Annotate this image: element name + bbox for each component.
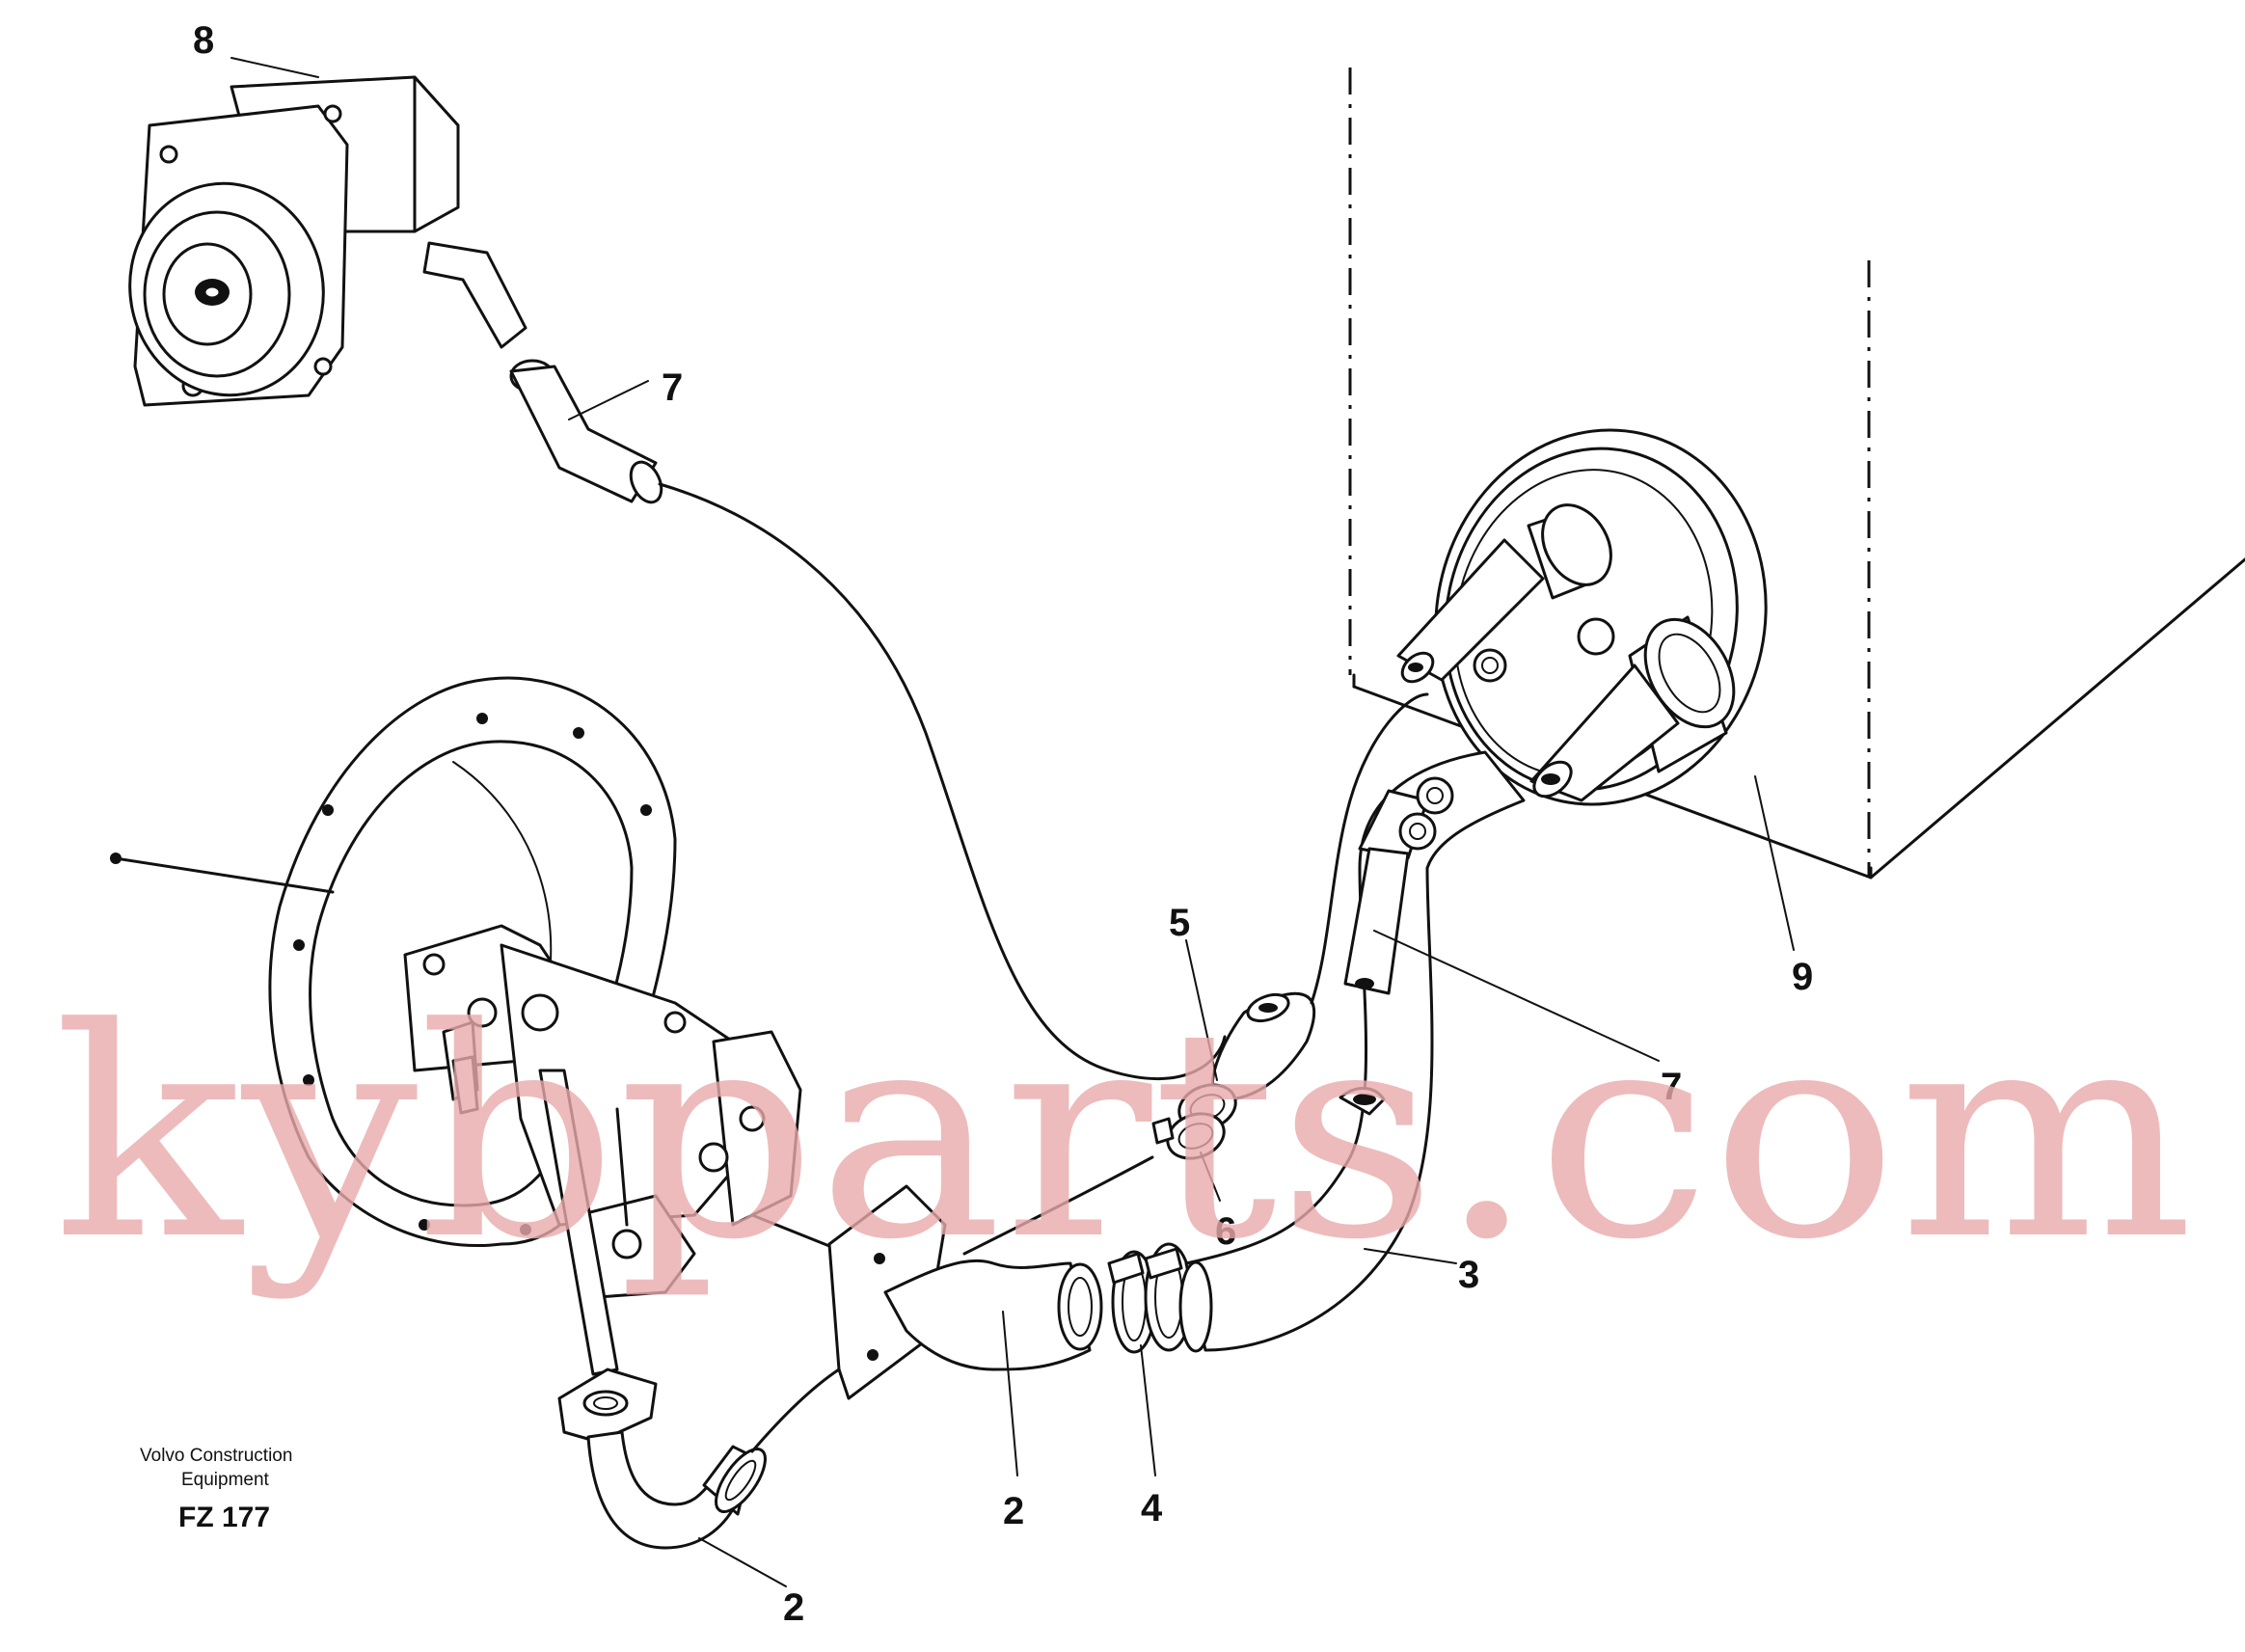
hose-3-tank-suction (1178, 750, 1526, 1353)
hose-7-return (1343, 847, 1410, 995)
hose-7-pump-line (509, 365, 1227, 1081)
callout-6: 6 (1215, 1210, 1236, 1253)
callout-2-mid: 2 (1003, 1490, 1024, 1532)
gear-pump (128, 75, 555, 407)
leader-lines (230, 57, 1795, 1587)
caption-line-1: Volvo Construction (140, 1446, 292, 1466)
tank-return-fitting (1396, 503, 1612, 684)
main-hydraulic-pump (403, 924, 851, 1299)
callout-4: 4 (1141, 1487, 1163, 1530)
callout-7-top: 7 (662, 366, 683, 409)
callout-3: 3 (1458, 1254, 1479, 1296)
callout-2-bottom: 2 (783, 1586, 804, 1629)
watermark: kybparts.com (53, 966, 2194, 1303)
figure-id: FZ 177 (178, 1502, 270, 1533)
callout-7-right: 7 (1661, 1066, 1682, 1108)
hose-2-suction (883, 1259, 1103, 1371)
callout-8: 8 (193, 19, 214, 62)
callout-9: 9 (1792, 956, 1813, 998)
hose-clamps-6 (962, 1083, 1237, 1256)
tank-suction-fitting (1529, 615, 1736, 802)
hose-2-drain (538, 1069, 841, 1550)
callout-5: 5 (1169, 902, 1190, 944)
caption-line-2: Equipment (181, 1470, 270, 1490)
